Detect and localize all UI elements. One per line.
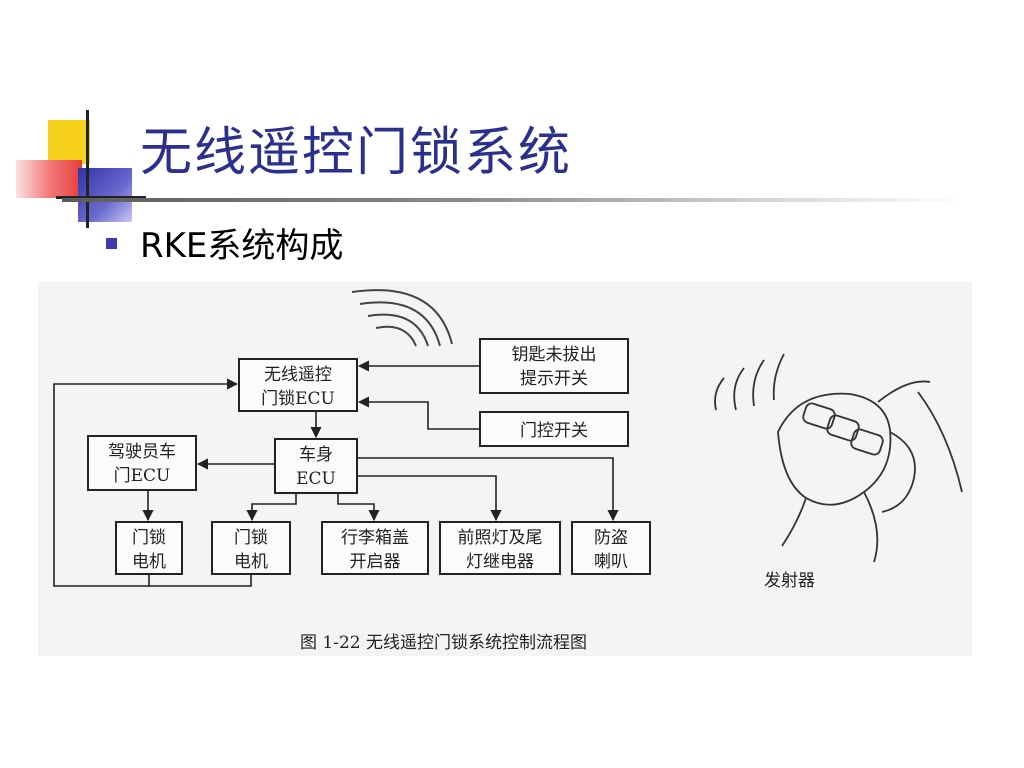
box-body-ecu-line-1: 车身 [299,445,333,465]
box-lock-motor-2-line-1: 门锁 [234,528,268,548]
box-lock-motor-1: 门锁 电机 [115,521,183,575]
figure-panel: 无线遥控 门锁ECU 钥匙未拔出 提示开关 门控开关 车身 ECU 驾驶员车 门… [38,282,972,656]
arrow-body-ecu-to-alarm-horn [357,457,619,522]
box-trunk-opener: 行李箱盖 开启器 [321,521,429,575]
box-lock-motor-1-line-1: 门锁 [132,528,166,548]
box-driver-door-ecu-line-1: 驾驶员车 [108,442,176,462]
box-lock-motor-2-line-2: 电机 [234,552,268,572]
box-body-ecu-line-2: ECU [296,469,336,489]
line-lock-motor-2-feedback [149,574,252,587]
box-light-relay-line-1: 前照灯及尾 [458,528,543,548]
box-alarm-horn-line-1: 防盗 [594,528,628,548]
box-door-switch: 门控开关 [479,411,629,447]
arrow-feedback-to-rke-ecu [53,378,239,587]
box-alarm-horn: 防盗 喇叭 [571,521,651,575]
arrow-body-ecu-to-trunk-opener [337,493,380,522]
figure-caption: 图 1-22 无线遥控门锁系统控制流程图 [300,633,587,653]
box-rke-ecu: 无线遥控 门锁ECU [238,358,358,412]
connector-lines [53,360,619,587]
bullet-text: RKE系统构成 [140,226,344,266]
box-trunk-opener-line-2: 开启器 [350,552,401,572]
title-underline [62,198,962,202]
box-light-relay-line-2: 灯继电器 [466,552,534,572]
slide-title: 无线遥控门锁系统 [140,123,573,183]
title-ornament-yellow [48,120,90,164]
box-door-switch-label: 门控开关 [520,421,588,441]
key-fob-transmitter-icon [714,353,963,563]
title-ornament-vertical-line [86,110,89,228]
box-key-warning-line-2: 提示开关 [520,369,588,389]
box-driver-door-ecu: 驾驶员车 门ECU [87,435,197,491]
box-lock-motor-2: 门锁 电机 [211,521,291,575]
bullet-square-icon [106,238,117,249]
box-key-warning-switch: 钥匙未拔出 提示开关 [479,338,629,394]
box-light-relay: 前照灯及尾 灯继电器 [439,521,561,575]
box-body-ecu: 车身 ECU [274,438,358,494]
title-ornament-horizontal-line [56,196,146,199]
radio-waves-icon [351,289,453,347]
box-key-warning-line-1: 钥匙未拔出 [512,345,597,365]
rke-flow-diagram: 无线遥控 门锁ECU 钥匙未拔出 提示开关 门控开关 车身 ECU 驾驶员车 门… [53,289,963,653]
box-rke-ecu-line-2: 门锁ECU [261,389,335,409]
title-ornament-red [16,160,82,198]
arrow-body-ecu-to-light-relay [357,475,502,522]
box-driver-door-ecu-line-2: 门ECU [114,466,171,486]
arrow-body-ecu-to-lock-motor-2 [246,493,297,522]
box-lock-motor-1-line-2: 电机 [132,552,166,572]
box-alarm-horn-line-2: 喇叭 [594,552,628,572]
box-rke-ecu-line-1: 无线遥控 [264,365,332,385]
box-trunk-opener-line-1: 行李箱盖 [341,528,409,548]
transmitter-label: 发射器 [764,571,815,591]
arrow-door-switch-to-rke-ecu [357,396,480,430]
